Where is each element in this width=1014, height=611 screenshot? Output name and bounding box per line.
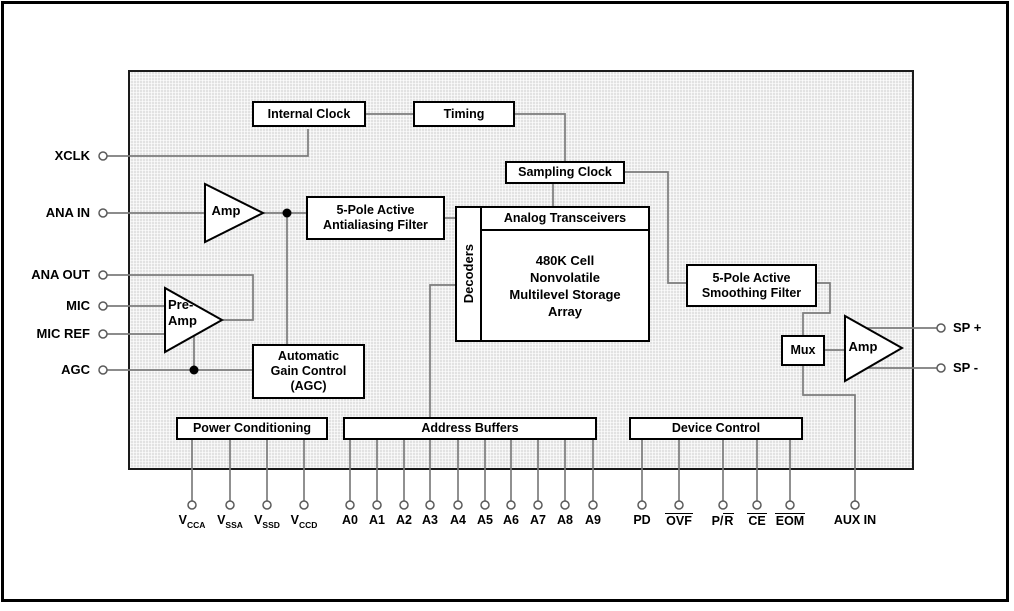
pin-circle-a4 xyxy=(453,500,463,510)
pin-circle-sp-minus xyxy=(936,363,946,373)
block-power-conditioning: Power Conditioning xyxy=(176,417,328,440)
block-antialiasing-filter: 5-Pole Active Antialiasing Filter xyxy=(306,196,445,240)
pin-circle-sp-plus xyxy=(936,323,946,333)
pin-circle-ovf xyxy=(674,500,684,510)
pin-circle-a9 xyxy=(588,500,598,510)
pin-circle-vssa xyxy=(225,500,235,510)
block-storage-complex: Decoders Analog Transceivers 480K Cell N… xyxy=(455,206,650,342)
pin-circle-a3 xyxy=(425,500,435,510)
pre-amp-label: Pre- Amp xyxy=(168,297,197,328)
block-internal-clock: Internal Clock xyxy=(252,101,366,127)
pin-circle-a2 xyxy=(399,500,409,510)
block-mux: Mux xyxy=(781,335,825,366)
block-agc: Automatic Gain Control (AGC) xyxy=(252,344,365,399)
junction-dot-amp-out xyxy=(282,208,292,218)
input-amp-label: Amp xyxy=(211,203,241,218)
junction-dot-agc xyxy=(189,365,199,375)
pin-circle-xclk xyxy=(98,151,108,161)
block-sampling-clock: Sampling Clock xyxy=(505,161,625,184)
pin-circle-mic-ref xyxy=(98,329,108,339)
pre-amp-triangle xyxy=(164,286,225,354)
wire-smoothing-to-mux xyxy=(802,282,831,335)
pin-circle-a7 xyxy=(533,500,543,510)
block-device-control: Device Control xyxy=(629,417,803,440)
block-smoothing-filter: 5-Pole Active Smoothing Filter xyxy=(686,264,817,307)
decoders-label: Decoders xyxy=(461,244,476,304)
pin-circle-a1 xyxy=(372,500,382,510)
pin-circle-vssd xyxy=(262,500,272,510)
chip-body xyxy=(128,70,914,470)
pin-circle-pr xyxy=(718,500,728,510)
pin-circle-vcca xyxy=(187,500,197,510)
pin-circle-a5 xyxy=(480,500,490,510)
wire-xclk xyxy=(107,129,309,157)
wire-ana-out xyxy=(107,274,254,321)
output-amp-triangle xyxy=(844,314,905,383)
pin-circle-ana-out xyxy=(98,270,108,280)
storage-array-label: 480K Cell Nonvolatile Multilevel Storage… xyxy=(509,252,621,319)
output-amp-label: Amp xyxy=(848,339,878,354)
input-amp-triangle xyxy=(204,182,266,244)
pin-circle-a0 xyxy=(345,500,355,510)
pin-circle-a8 xyxy=(560,500,570,510)
analog-transceivers-label: Analog Transceivers xyxy=(482,208,648,231)
pin-circle-pd xyxy=(637,500,647,510)
pin-circle-aux-in xyxy=(850,500,860,510)
block-timing: Timing xyxy=(413,101,515,127)
outer-frame xyxy=(1,1,1009,602)
decoders-strip: Decoders xyxy=(457,208,482,340)
pin-circle-ana-in xyxy=(98,208,108,218)
wire-sampling-to-smoothing xyxy=(625,171,686,284)
wire-timing-to-sampling xyxy=(515,113,566,161)
pin-circle-vccd xyxy=(299,500,309,510)
pin-circle-a6 xyxy=(506,500,516,510)
block-address-buffers: Address Buffers xyxy=(343,417,597,440)
pin-circle-ce xyxy=(752,500,762,510)
wire-aux-in xyxy=(802,366,856,501)
wire-address-to-decoders xyxy=(429,284,455,417)
pin-circle-agc xyxy=(98,365,108,375)
pin-circle-mic xyxy=(98,301,108,311)
pin-circle-eom xyxy=(785,500,795,510)
